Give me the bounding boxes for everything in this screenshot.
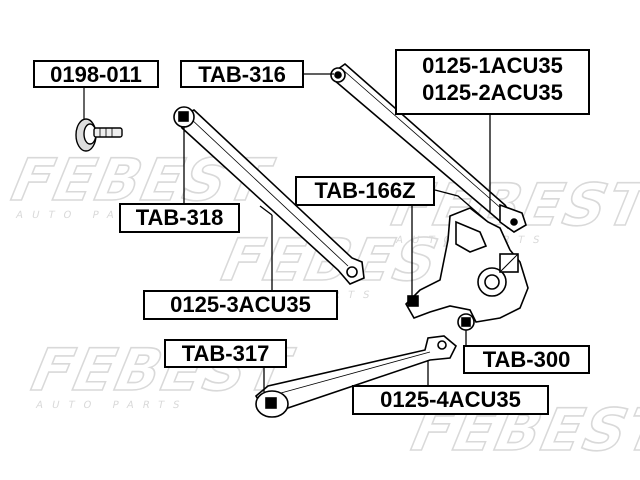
label-tab-166z: TAB-166Z (295, 176, 435, 206)
leader-0125-3acu35-b (259, 205, 273, 216)
label-tab-318: TAB-318 (119, 203, 240, 233)
label-0125-3acu35: 0125-3ACU35 (143, 290, 338, 320)
label-tab-316: TAB-316 (180, 60, 304, 88)
label-tab-317: TAB-317 (164, 339, 287, 368)
cam-bolt-part (75, 88, 123, 152)
label-0125-4acu35: 0125-4ACU35 (352, 385, 549, 415)
label-0125-1acu35: 0125-1ACU35 (422, 53, 563, 78)
knuckle-part (405, 207, 529, 331)
label-tab-300: TAB-300 (463, 345, 590, 374)
leader-tab166z-b (434, 189, 489, 223)
lateral-arm-part (173, 106, 365, 285)
lower-arm-part (254, 335, 457, 418)
label-0198-011: 0198-011 (33, 60, 159, 88)
watermark-sub: AUTO PARTS (35, 400, 190, 411)
leader-lines (183, 73, 491, 392)
upper-rear-arm-part (330, 62, 527, 233)
label-0125-2acu35: 0125-2ACU35 (422, 80, 563, 105)
watermark-sub: AUTO PARTS (15, 210, 170, 221)
label-0125-1acu35-2acu35: 0125-1ACU35 0125-2ACU35 (395, 49, 590, 115)
